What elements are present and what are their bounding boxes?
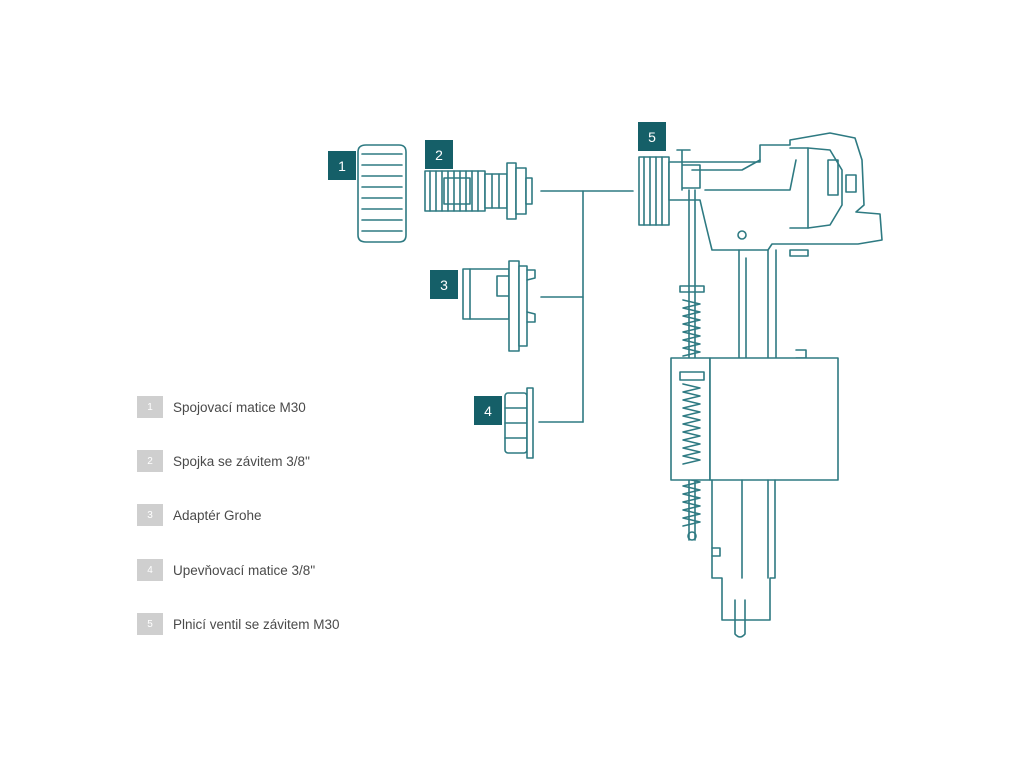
part-5-fill-valve <box>638 132 883 638</box>
part-4-fixing-nut <box>504 387 534 459</box>
callout-badge-5: 5 <box>638 122 666 151</box>
legend-label: Spojka se závitem 3/8" <box>173 453 310 469</box>
legend-number: 5 <box>137 613 163 635</box>
legend-item-3: 3 Adaptér Grohe <box>137 504 262 526</box>
callout-badge-3: 3 <box>430 270 458 299</box>
part-2-threaded-coupling <box>424 162 533 220</box>
connector-lines <box>538 190 634 423</box>
legend-item-5: 5 Plnicí ventil se závitem M30 <box>137 613 340 635</box>
legend-number: 2 <box>137 450 163 472</box>
legend-number: 4 <box>137 559 163 581</box>
legend-label: Plnicí ventil se závitem M30 <box>173 616 340 632</box>
callout-badge-4: 4 <box>474 396 502 425</box>
legend-number: 3 <box>137 504 163 526</box>
legend-item-1: 1 Spojovací matice M30 <box>137 396 306 418</box>
part-1-coupling-nut <box>357 144 407 243</box>
legend-label: Upevňovací matice 3/8" <box>173 562 316 578</box>
legend-label: Adaptér Grohe <box>173 507 262 523</box>
part-3-grohe-adapter <box>462 260 536 352</box>
legend-item-2: 2 Spojka se závitem 3/8" <box>137 450 310 472</box>
legend-label: Spojovací matice M30 <box>173 399 306 415</box>
callout-badge-2: 2 <box>425 140 453 169</box>
callout-badge-1: 1 <box>328 151 356 180</box>
legend-number: 1 <box>137 396 163 418</box>
legend-item-4: 4 Upevňovací matice 3/8" <box>137 559 315 581</box>
